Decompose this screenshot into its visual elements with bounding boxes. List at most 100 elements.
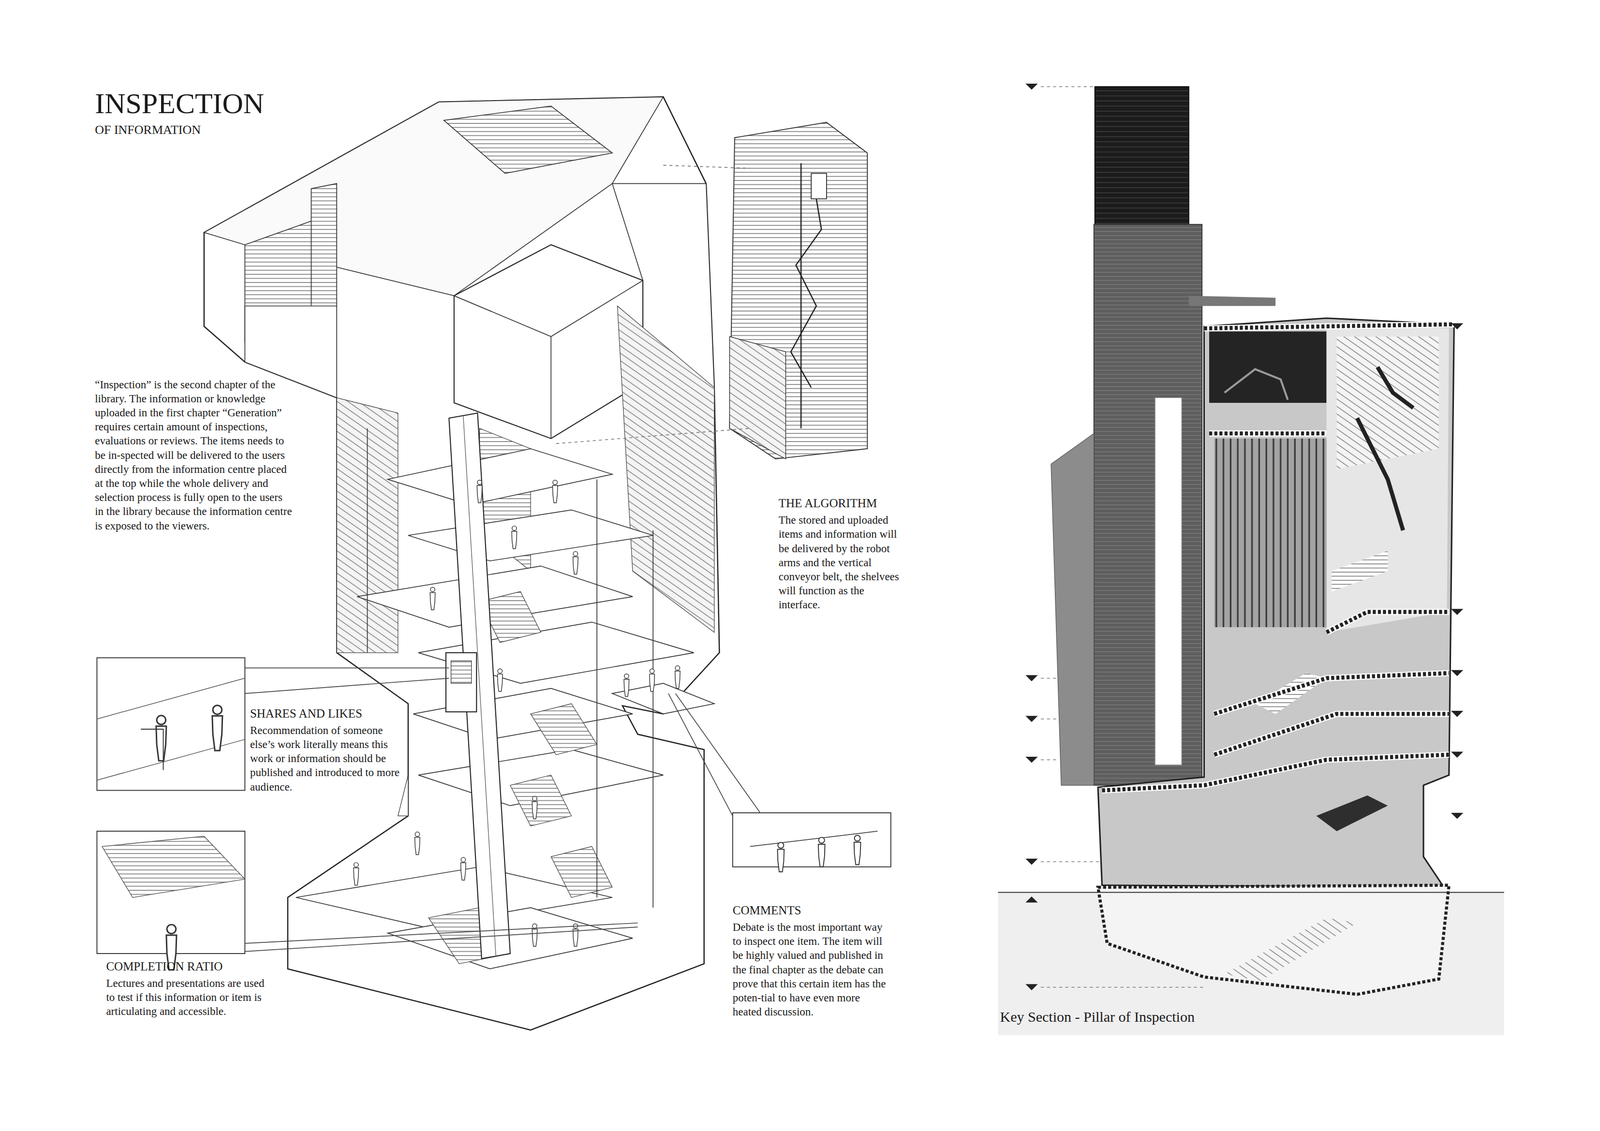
person (649, 668, 655, 692)
lift-cage (445, 652, 477, 712)
robot-rail (800, 162, 802, 429)
floor-slab (387, 448, 613, 505)
person (573, 923, 579, 947)
section-body (1097, 318, 1454, 888)
level-marker (1025, 984, 1038, 991)
level-line (1040, 987, 1205, 988)
level-markers (1025, 83, 1464, 991)
leader-line (668, 693, 733, 816)
person (532, 923, 538, 947)
basement (1097, 885, 1450, 995)
level-line (1040, 861, 1100, 863)
annotation-heading: SHARES AND LIKES (250, 707, 363, 721)
person (818, 837, 826, 868)
level-marker (1451, 813, 1464, 820)
person (212, 705, 223, 752)
robot-arm (790, 198, 822, 388)
stool (140, 729, 163, 771)
slab (1209, 431, 1327, 436)
person (623, 674, 630, 697)
subtitle: OF INFORMATION (94, 123, 201, 138)
person (476, 480, 483, 504)
level-marker (1451, 711, 1464, 718)
annotation-heading: THE ALGORITHM (778, 496, 877, 511)
person (429, 587, 436, 610)
level-marker (1025, 675, 1038, 682)
annotation-body: Debate is the most important way to insp… (732, 920, 891, 1020)
level-line (1040, 678, 1057, 679)
person (532, 796, 538, 820)
floor-slab (387, 907, 633, 970)
leader-line (244, 927, 638, 952)
person (156, 715, 167, 762)
robot-arm (1224, 369, 1289, 400)
level-marker (1451, 670, 1464, 677)
body-text: “Inspection” is the second chapter of th… (94, 377, 293, 534)
shelf-column (311, 183, 337, 317)
slab-base (1101, 755, 1449, 791)
stair-section (1331, 550, 1388, 592)
ground-line (997, 891, 1504, 893)
inset-floor (96, 739, 245, 781)
overhang (1188, 296, 1276, 307)
detail-inset (96, 657, 245, 791)
robot-head (811, 173, 827, 200)
person (675, 666, 681, 689)
shelf-element (729, 122, 868, 460)
stair (530, 703, 597, 755)
robot-arm (1357, 418, 1404, 531)
building-outline (204, 96, 720, 1031)
title: INSPECTION (94, 87, 265, 120)
leader-line (244, 923, 638, 944)
person (573, 551, 579, 575)
person (414, 832, 421, 856)
level-marker (1451, 608, 1464, 616)
basement-stair (1224, 918, 1358, 982)
slab (1326, 611, 1450, 633)
annotation-heading: COMPLETION RATIO (105, 960, 223, 974)
column (652, 530, 654, 908)
person (552, 480, 558, 504)
shelf-base (729, 336, 786, 460)
slab-base (1326, 611, 1450, 633)
information-centre-box (454, 244, 643, 439)
level-marker (1025, 716, 1038, 723)
person (497, 668, 503, 692)
leader-line (244, 678, 449, 695)
caption: Key Section - Pillar of Inspection (1000, 1008, 1195, 1025)
annotation-body: Lectures and presentations are used to t… (105, 976, 275, 1020)
gray-tower (1094, 224, 1203, 786)
slab-base (1214, 713, 1450, 755)
slab (1214, 713, 1450, 755)
detail-inset (732, 813, 891, 868)
light-void (1326, 324, 1450, 633)
dark-room (1209, 331, 1327, 403)
robot-arm (1377, 367, 1414, 408)
projection-line (663, 165, 750, 169)
stair-section (1316, 795, 1389, 832)
annotation-heading: COMMENTS (732, 903, 802, 918)
slabs (1101, 324, 1454, 791)
level-line (1040, 86, 1095, 88)
leader-line (244, 667, 449, 669)
projection-line (556, 428, 751, 445)
person (777, 842, 785, 873)
level-marker (1451, 751, 1464, 758)
stair (550, 846, 613, 898)
leader-line (675, 693, 761, 814)
shelving (1214, 438, 1327, 628)
person (854, 835, 861, 865)
inset-seating (102, 836, 245, 898)
slab-base (1214, 673, 1450, 714)
slab-base (1203, 324, 1454, 329)
inset-floor (96, 678, 245, 720)
person (460, 857, 467, 881)
level-marker (1025, 859, 1038, 866)
stair (510, 775, 572, 827)
lift-window (450, 661, 472, 684)
slab-base (1209, 430, 1327, 437)
level-marker (1025, 83, 1038, 90)
column (367, 428, 369, 653)
glass-wall (336, 398, 399, 653)
annotation-body: The stored and uploaded items and inform… (778, 513, 902, 612)
